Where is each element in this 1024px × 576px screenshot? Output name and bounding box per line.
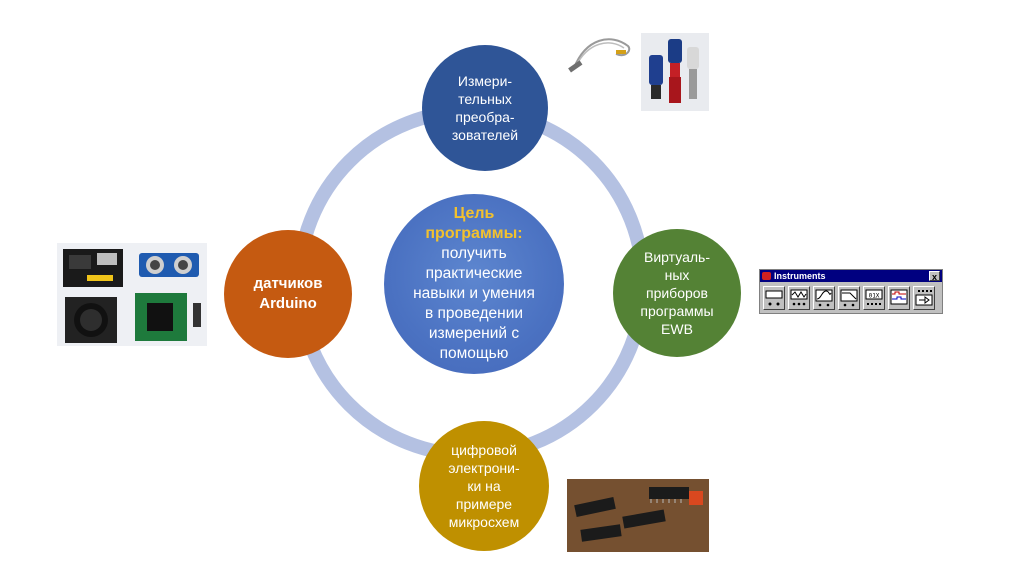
logic-analyzer-button[interactable] [888, 286, 910, 310]
word-generator-icon: 01X [865, 289, 883, 305]
center-goal-circle: Цель программы: получить практические на… [384, 194, 564, 374]
function-generator-icon [790, 289, 808, 306]
bode-plotter-icon [840, 289, 858, 307]
ewb-line-1: Виртуаль- [644, 249, 710, 265]
ewb-instruments-toolbar: Instruments x [759, 269, 943, 314]
goal-text-line-4: в проведении [424, 305, 524, 322]
bode-plotter-button[interactable] [838, 286, 860, 310]
digital-line-4: примере [455, 496, 513, 512]
app-logo-icon [762, 272, 771, 280]
pressure-transducers-photo [641, 33, 709, 111]
goal-text-line-2: практические [425, 265, 523, 282]
oscilloscope-icon [815, 289, 833, 307]
toolbar-title-bar: Instruments x [760, 270, 942, 282]
ewb-line-3: приборов [645, 285, 708, 301]
transducers-line-2: тельных [458, 91, 512, 107]
function-generator-button[interactable] [788, 286, 810, 310]
goal-text-line-3: навыки и умения [413, 285, 535, 302]
goal-text-line-1: получить [441, 245, 507, 262]
oscilloscope-button[interactable] [813, 286, 835, 310]
goal-text-line-5: измерений с [428, 325, 520, 342]
word-generator-button[interactable]: 01X [863, 286, 885, 310]
multimeter-button[interactable] [763, 286, 785, 310]
microchips-photo [567, 479, 709, 552]
svg-text:01X: 01X [869, 293, 880, 300]
arduino-modules-photo [57, 243, 207, 346]
digital-line-2: электрони- [448, 460, 520, 476]
goal-heading-line-2: программы: [425, 225, 523, 242]
instrument-button-row: 01X [760, 282, 942, 310]
logic-analyzer-icon [890, 289, 908, 305]
ewb-line-4: программы [640, 303, 714, 319]
ewb-line-5: EWB [661, 321, 693, 337]
transducers-circle: Измери- тельных преобра- зователей [422, 45, 548, 171]
toolbar-title: Instruments [774, 271, 826, 281]
arduino-sensors-circle: датчиков Arduino [224, 230, 352, 358]
transducers-line-4: зователей [451, 127, 519, 143]
logic-converter-icon [915, 290, 933, 306]
digital-line-5: микросхем [448, 514, 520, 530]
transducers-line-1: Измери- [457, 73, 513, 89]
temperature-probe-photo [566, 28, 636, 78]
ewb-line-2: ных [664, 267, 690, 283]
arduino-line-2: Arduino [259, 295, 317, 312]
digital-line-1: цифровой [451, 442, 517, 458]
digital-line-3: ки на [467, 478, 501, 494]
arduino-line-1: датчиков [253, 275, 323, 292]
goal-text-line-6: помощью [439, 345, 509, 362]
multimeter-icon [765, 290, 783, 306]
close-button[interactable]: x [929, 271, 940, 282]
goal-heading-line-1: Цель [453, 205, 495, 222]
transducers-line-3: преобра- [455, 109, 515, 125]
ewb-instruments-circle: Виртуаль- ных приборов программы EWB [613, 229, 741, 357]
logic-converter-button[interactable] [913, 286, 935, 310]
digital-electronics-circle: цифровой электрони- ки на примере микрос… [419, 421, 549, 551]
